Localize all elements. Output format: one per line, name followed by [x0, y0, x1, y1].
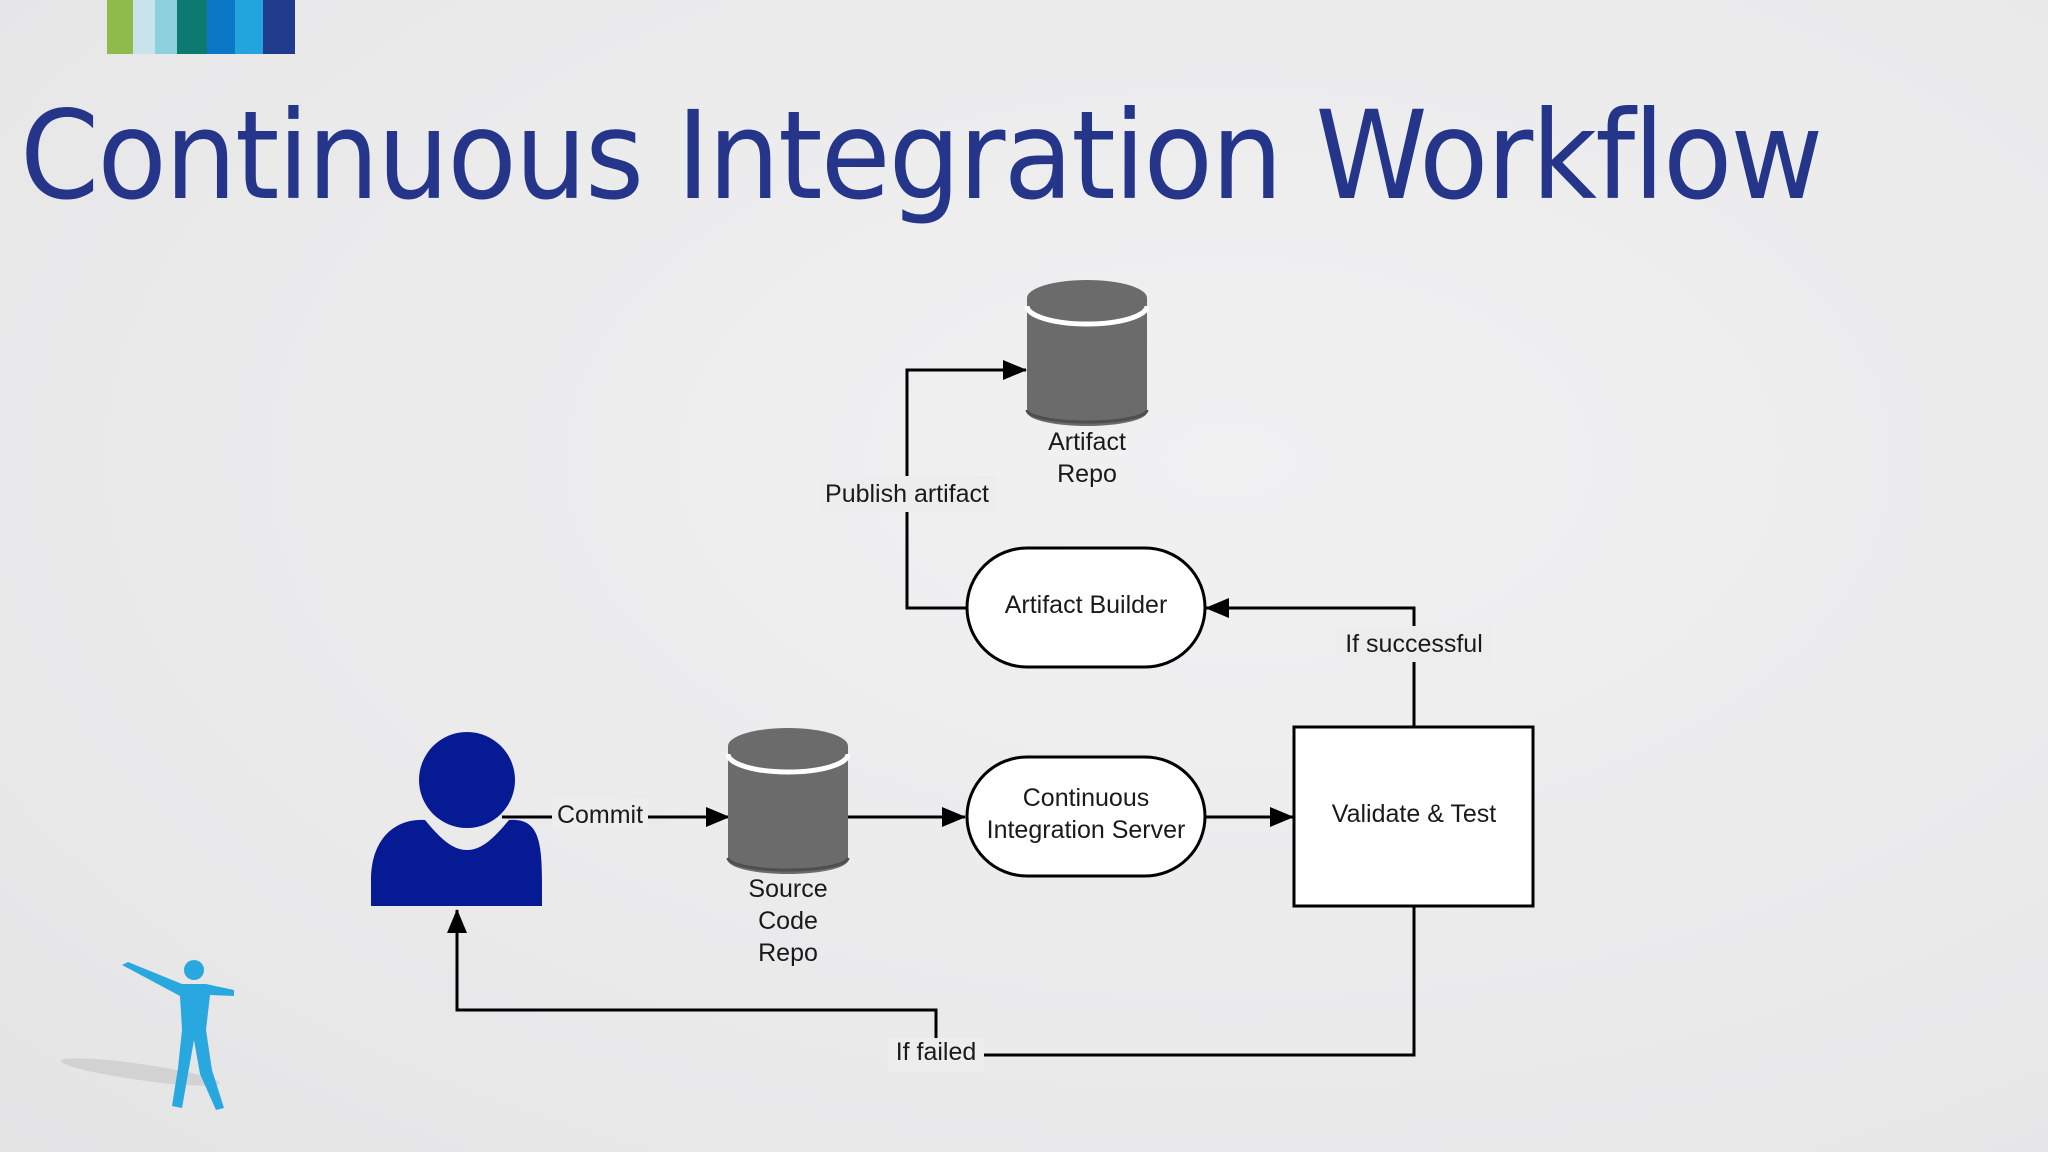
publish-label-group: Publish artifact [818, 476, 996, 512]
page-title: Continuous Integration Workflow [20, 85, 1823, 227]
artifact-builder-node [965, 546, 1207, 669]
source-repo-label: Source Code Repo [748, 875, 827, 967]
success-label-group: If successful [1336, 626, 1492, 662]
brand-stripe [107, 0, 133, 54]
artifact-repo-label-line: Artifact [1048, 428, 1126, 456]
commit-label-group: Commit [552, 798, 648, 830]
ci-server-label-line: Integration Server [987, 816, 1186, 844]
person-icon [371, 732, 542, 906]
artifact-repo-database-icon [1024, 280, 1150, 426]
ci-server-label-line: Continuous [1023, 784, 1149, 812]
commit-label: Commit [557, 801, 643, 829]
source-repo-database-icon [725, 728, 851, 874]
ci-server-node [965, 755, 1207, 878]
artifact-repo-label: Artifact Repo [1048, 428, 1126, 488]
brand-stripe [133, 0, 155, 54]
validate-test-node [1292, 725, 1535, 908]
brand-stripe [207, 0, 235, 54]
brand-stripe [235, 0, 263, 54]
validate-test-label: Validate & Test [1332, 800, 1497, 828]
success-label: If successful [1345, 630, 1483, 658]
source-repo-label-line: Source [748, 875, 827, 903]
artifact-builder-label: Artifact Builder [1005, 591, 1168, 619]
brand-stripe [263, 0, 295, 54]
celebrating-figure-icon [60, 960, 234, 1110]
brand-stripes [107, 0, 295, 54]
failed-label: If failed [896, 1038, 977, 1066]
publish-label: Publish artifact [825, 480, 989, 508]
source-repo-label-line: Repo [758, 939, 818, 967]
brand-stripe [177, 0, 207, 54]
failed-edge [447, 906, 1416, 1057]
failed-label-group: If failed [888, 1038, 984, 1072]
artifact-repo-label-line: Repo [1057, 460, 1117, 488]
source-repo-label-line: Code [758, 907, 818, 935]
success-edge [1205, 598, 1416, 727]
brand-stripe [155, 0, 177, 54]
